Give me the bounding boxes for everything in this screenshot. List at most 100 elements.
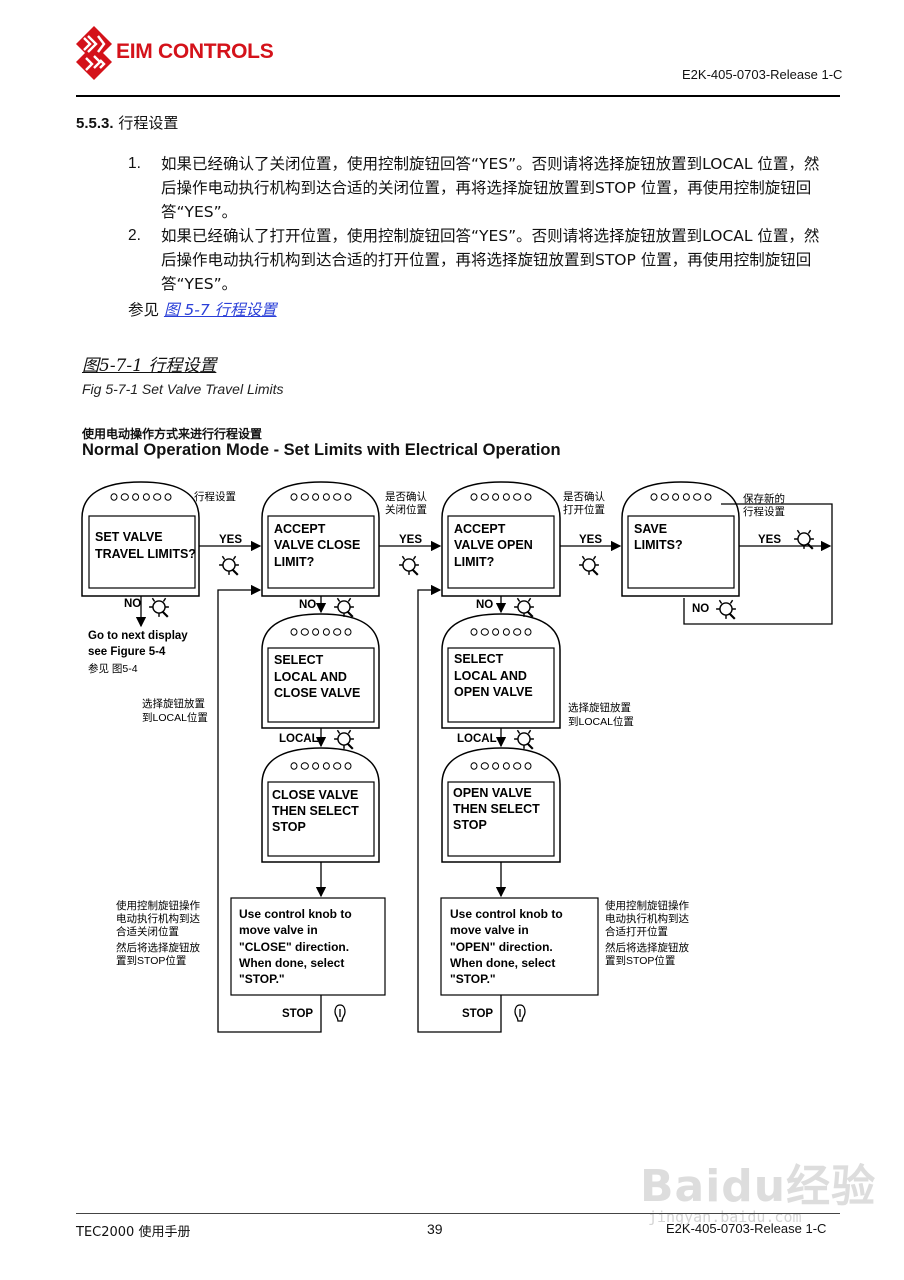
indicator-light — [704, 493, 712, 501]
indicator-light — [312, 493, 320, 501]
figure-link[interactable]: 图 5-7 行程设置 — [163, 301, 277, 319]
list-item-text: 如果已经确认了关闭位置，使用控制旋钮回答“YES”。否则请将选择旋钮放置到LOC… — [161, 155, 820, 221]
stop-label: STOP — [462, 1008, 493, 1020]
footer-doc-id: E2K-405-0703-Release 1-C — [666, 1221, 827, 1236]
indicator-light — [693, 493, 702, 501]
diagram-note: 使用控制旋钮操作 — [116, 899, 200, 912]
diagram-note: 行程设置 — [743, 505, 785, 518]
no-label: NO — [299, 599, 316, 611]
box-text: move valve in — [239, 923, 318, 937]
footer-manual: TEC2000 使用手册 — [76, 1225, 191, 1240]
diagram-note: 合适打开位置 — [605, 925, 668, 938]
indicator-light — [322, 762, 330, 770]
figure-title-en: Fig 5-7-1 Set Valve Travel Limits — [82, 381, 284, 397]
yes-label: YES — [399, 534, 422, 546]
screen-text: SELECT — [274, 653, 324, 667]
screen-text: VALVE CLOSE — [274, 538, 360, 552]
indicator-light — [480, 493, 489, 501]
watermark-url: jingyan.baidu.com — [648, 1208, 802, 1226]
indicator-light — [492, 628, 500, 636]
screen-text: STOP — [272, 820, 306, 834]
screen-text: CLOSE VALVE — [272, 788, 358, 802]
indicator-light — [650, 493, 658, 501]
indicator-light — [300, 493, 309, 501]
indicator-light — [480, 628, 489, 636]
see-figure-note: 参见 图5-4 — [88, 662, 138, 675]
mode-title-en: Normal Operation Mode - Set Limits with … — [82, 441, 561, 459]
footer-divider — [76, 1213, 840, 1214]
indicator-light — [682, 493, 690, 501]
indicator-light — [300, 762, 309, 770]
company-name: EIM CONTROLS — [116, 40, 274, 63]
indicator-light — [333, 762, 342, 770]
stop-loop — [217, 584, 322, 1033]
go-next-label: Go to next display — [88, 630, 188, 642]
indicator-light — [672, 493, 680, 501]
screen-text: SELECT — [454, 652, 504, 666]
indicator-light — [513, 493, 522, 501]
knob-icon — [218, 555, 240, 576]
screen-text: SET VALVE — [95, 530, 163, 544]
indicator-light — [524, 628, 532, 636]
indicator-light — [660, 493, 669, 501]
indicator-light — [312, 628, 320, 636]
local-label: LOCAL — [279, 733, 319, 745]
indicator-light — [153, 493, 162, 501]
indicator-light — [322, 493, 330, 501]
section-heading: 5.5.3. 行程设置 — [76, 112, 178, 133]
screen-text: STOP — [453, 818, 487, 832]
diagram-note: 然后将选择旋钮放 — [116, 941, 200, 954]
screen-text: SAVE — [634, 522, 667, 536]
screen-text: LIMITS? — [634, 538, 683, 552]
indicator-light — [470, 762, 478, 770]
diagram-note: 到LOCAL位置 — [142, 711, 208, 724]
diagram-note: 电动执行机构到达 — [116, 912, 200, 925]
screen-text: OPEN VALVE — [453, 786, 532, 800]
indicator-light — [120, 493, 129, 501]
screen-text: THEN SELECT — [272, 804, 359, 818]
no-label: NO — [692, 603, 709, 615]
indicator-light — [513, 762, 522, 770]
knob-icon — [513, 729, 535, 750]
indicator-light — [312, 762, 320, 770]
see-also-prefix: 参见 — [128, 301, 164, 319]
screen-text: ACCEPT — [454, 522, 506, 536]
yes-label: YES — [579, 534, 602, 546]
indicator-light — [290, 493, 298, 501]
mode-title-cn: 使用电动操作方式来进行行程设置 — [82, 427, 263, 441]
indicator-light — [492, 762, 500, 770]
indicator-light — [470, 628, 478, 636]
box-text: When done, select — [450, 956, 555, 970]
diagram-note: 是否确认 — [385, 490, 427, 503]
diagram-note: 行程设置 — [194, 490, 236, 503]
box-text: When done, select — [239, 956, 344, 970]
eim-logo-icon — [76, 26, 112, 80]
screen-text: LOCAL AND — [454, 669, 527, 683]
figure-title-cn: 图5-7-1 行程设置 — [82, 356, 217, 376]
indicator-light — [480, 762, 489, 770]
diagram-note: 保存新的 — [743, 492, 785, 505]
indicator-light — [502, 762, 510, 770]
diagram-note: 置到STOP位置 — [116, 954, 186, 967]
list-item-number: 1. — [128, 155, 141, 172]
diagram-note: 关闭位置 — [385, 503, 427, 516]
indicator-light — [300, 628, 309, 636]
local-label: LOCAL — [457, 733, 497, 745]
box-text: "STOP." — [450, 972, 496, 986]
box-text: "OPEN" direction. — [450, 940, 553, 954]
indicator-light — [502, 493, 510, 501]
diagram-note: 然后将选择旋钮放 — [605, 941, 689, 954]
stop-loop — [417, 584, 502, 1033]
diagram-note: 合适关闭位置 — [116, 925, 179, 938]
box-text: move valve in — [450, 923, 529, 937]
page-number: 39 — [427, 1221, 443, 1237]
diagram-note: 使用控制旋钮操作 — [605, 899, 689, 912]
indicator-light — [502, 628, 510, 636]
diagram-note: 电动执行机构到达 — [605, 912, 689, 925]
diagram-note: 到LOCAL位置 — [568, 715, 634, 728]
indicator-light — [333, 493, 342, 501]
indicator-light — [513, 628, 522, 636]
watermark: Baidu经验 — [640, 1161, 877, 1212]
indicator-light — [524, 762, 532, 770]
indicator-light — [322, 628, 330, 636]
